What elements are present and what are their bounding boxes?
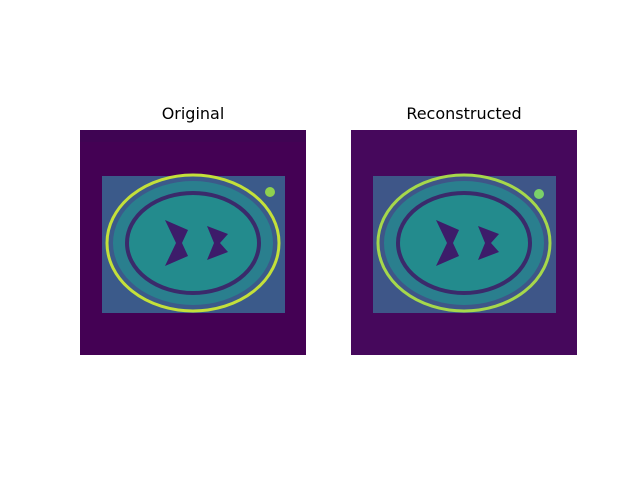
- panel-title: Original: [161, 104, 225, 123]
- mri-image-reconstructed: [351, 130, 577, 355]
- mri-image-original: [80, 130, 306, 355]
- panel-title: Reconstructed: [406, 104, 522, 123]
- mri-scan-original: [80, 130, 306, 355]
- mri-scan-reconstructed: [351, 130, 577, 355]
